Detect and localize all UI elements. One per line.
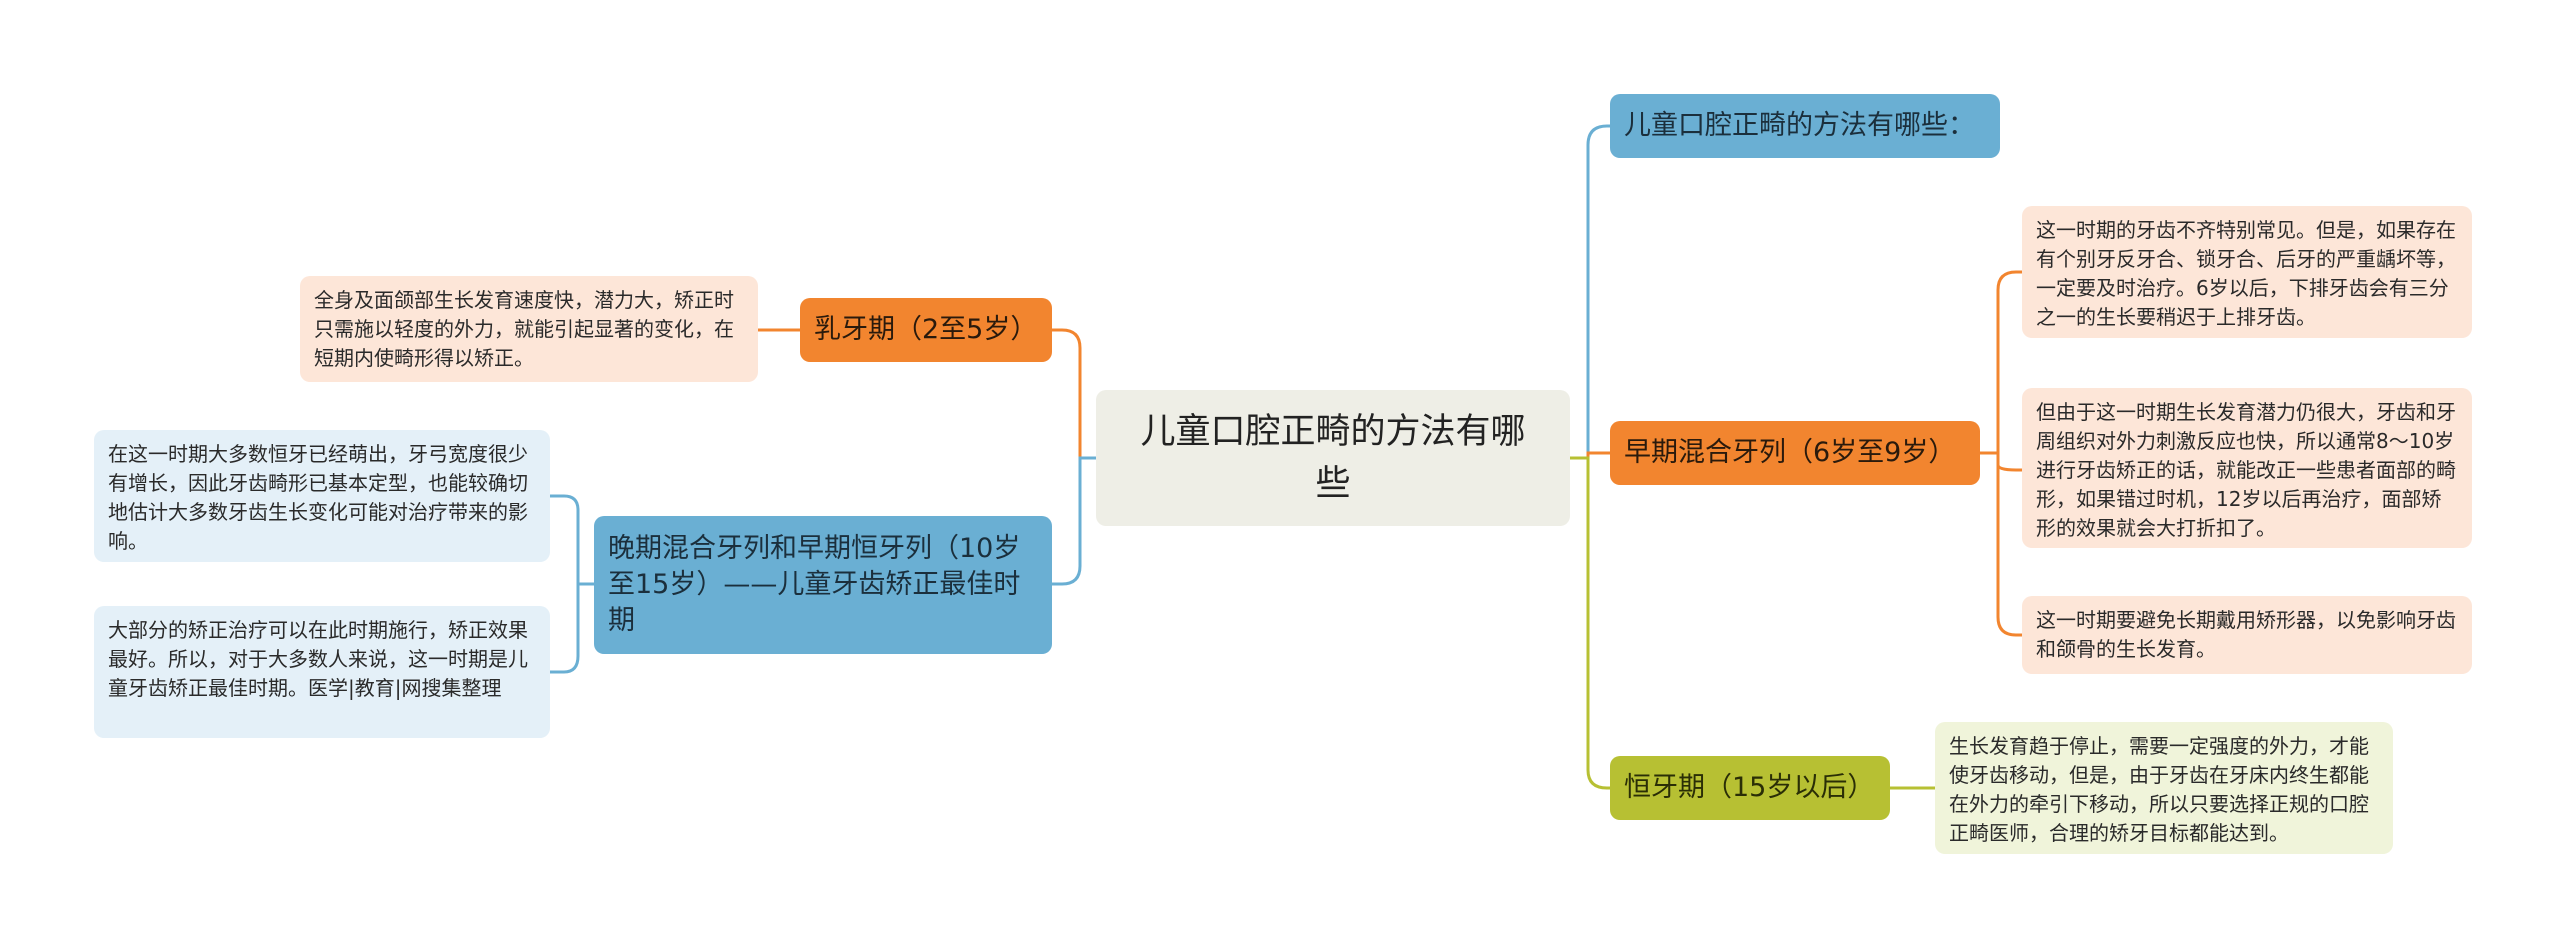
leaf-primary-1-text: 全身及面颌部生长发育速度快，潜力大，矫正时只需施以轻度的外力，就能引起显著的变化…	[314, 288, 734, 370]
link-center-early-mixed	[1570, 451, 1610, 460]
link-center-intro	[1570, 124, 1610, 460]
link-late-mixed-leaf1	[550, 494, 594, 586]
leaf-early-mixed-1[interactable]: 这一时期的牙齿不齐特别常见。但是，如果存在有个别牙反牙合、锁牙合、后牙的严重龋坏…	[2022, 206, 2472, 338]
center-topic-label: 儿童口腔正畸的方法有哪些	[1140, 412, 1526, 504]
branch-intro-label: 儿童口腔正畸的方法有哪些：	[1624, 110, 1975, 141]
branch-permanent[interactable]: 恒牙期（15岁以后）	[1610, 756, 1890, 820]
leaf-early-mixed-3[interactable]: 这一时期要避免长期戴用矫形器，以免影响牙齿和颌骨的生长发育。	[2022, 596, 2472, 674]
link-early-mixed-leaf1	[1980, 270, 2022, 455]
leaf-early-mixed-3-text: 这一时期要避免长期戴用矫形器，以免影响牙齿和颌骨的生长发育。	[2036, 608, 2456, 661]
link-late-mixed-leaf2	[550, 582, 594, 674]
link-center-permanent	[1570, 456, 1610, 790]
link-center-late-mixed	[1052, 456, 1096, 586]
branch-late-mixed-label: 晚期混合牙列和早期恒牙列（10岁至15岁）——儿童牙齿矫正最佳时期	[608, 533, 1021, 636]
branch-late-mixed[interactable]: 晚期混合牙列和早期恒牙列（10岁至15岁）——儿童牙齿矫正最佳时期	[594, 516, 1052, 654]
leaf-early-mixed-1-text: 这一时期的牙齿不齐特别常见。但是，如果存在有个别牙反牙合、锁牙合、后牙的严重龋坏…	[2036, 218, 2456, 329]
leaf-early-mixed-2[interactable]: 但由于这一时期生长发育潜力仍很大，牙齿和牙周组织对外力刺激反应也快，所以通常8～…	[2022, 388, 2472, 548]
leaf-early-mixed-2-text: 但由于这一时期生长发育潜力仍很大，牙齿和牙周组织对外力刺激反应也快，所以通常8～…	[2036, 400, 2456, 540]
branch-permanent-label: 恒牙期（15岁以后）	[1624, 772, 1875, 803]
branch-intro[interactable]: 儿童口腔正畸的方法有哪些：	[1610, 94, 2000, 158]
branch-primary[interactable]: 乳牙期（2至5岁）	[800, 298, 1052, 362]
leaf-permanent-1[interactable]: 生长发育趋于停止，需要一定强度的外力，才能使牙齿移动，但是，由于牙齿在牙床内终生…	[1935, 722, 2393, 854]
link-early-mixed-leaf3	[1980, 451, 2022, 637]
leaf-primary-1[interactable]: 全身及面颌部生长发育速度快，潜力大，矫正时只需施以轻度的外力，就能引起显著的变化…	[300, 276, 758, 382]
center-topic[interactable]: 儿童口腔正畸的方法有哪些	[1096, 390, 1570, 526]
link-early-mixed-leaf2	[1980, 451, 2022, 472]
branch-early-mixed[interactable]: 早期混合牙列（6岁至9岁）	[1610, 421, 1980, 485]
leaf-late-mixed-1[interactable]: 在这一时期大多数恒牙已经萌出，牙弓宽度很少有增长，因此牙齿畸形已基本定型，也能较…	[94, 430, 550, 562]
branch-primary-label: 乳牙期（2至5岁）	[814, 314, 1038, 345]
leaf-permanent-1-text: 生长发育趋于停止，需要一定强度的外力，才能使牙齿移动，但是，由于牙齿在牙床内终生…	[1949, 734, 2369, 845]
link-center-primary	[1052, 328, 1096, 460]
leaf-late-mixed-1-text: 在这一时期大多数恒牙已经萌出，牙弓宽度很少有增长，因此牙齿畸形已基本定型，也能较…	[108, 442, 528, 553]
leaf-late-mixed-2[interactable]: 大部分的矫正治疗可以在此时期施行，矫正效果最好。所以，对于大多数人来说，这一时期…	[94, 606, 550, 738]
branch-early-mixed-label: 早期混合牙列（6岁至9岁）	[1624, 437, 1956, 468]
leaf-late-mixed-2-text: 大部分的矫正治疗可以在此时期施行，矫正效果最好。所以，对于大多数人来说，这一时期…	[108, 618, 528, 700]
